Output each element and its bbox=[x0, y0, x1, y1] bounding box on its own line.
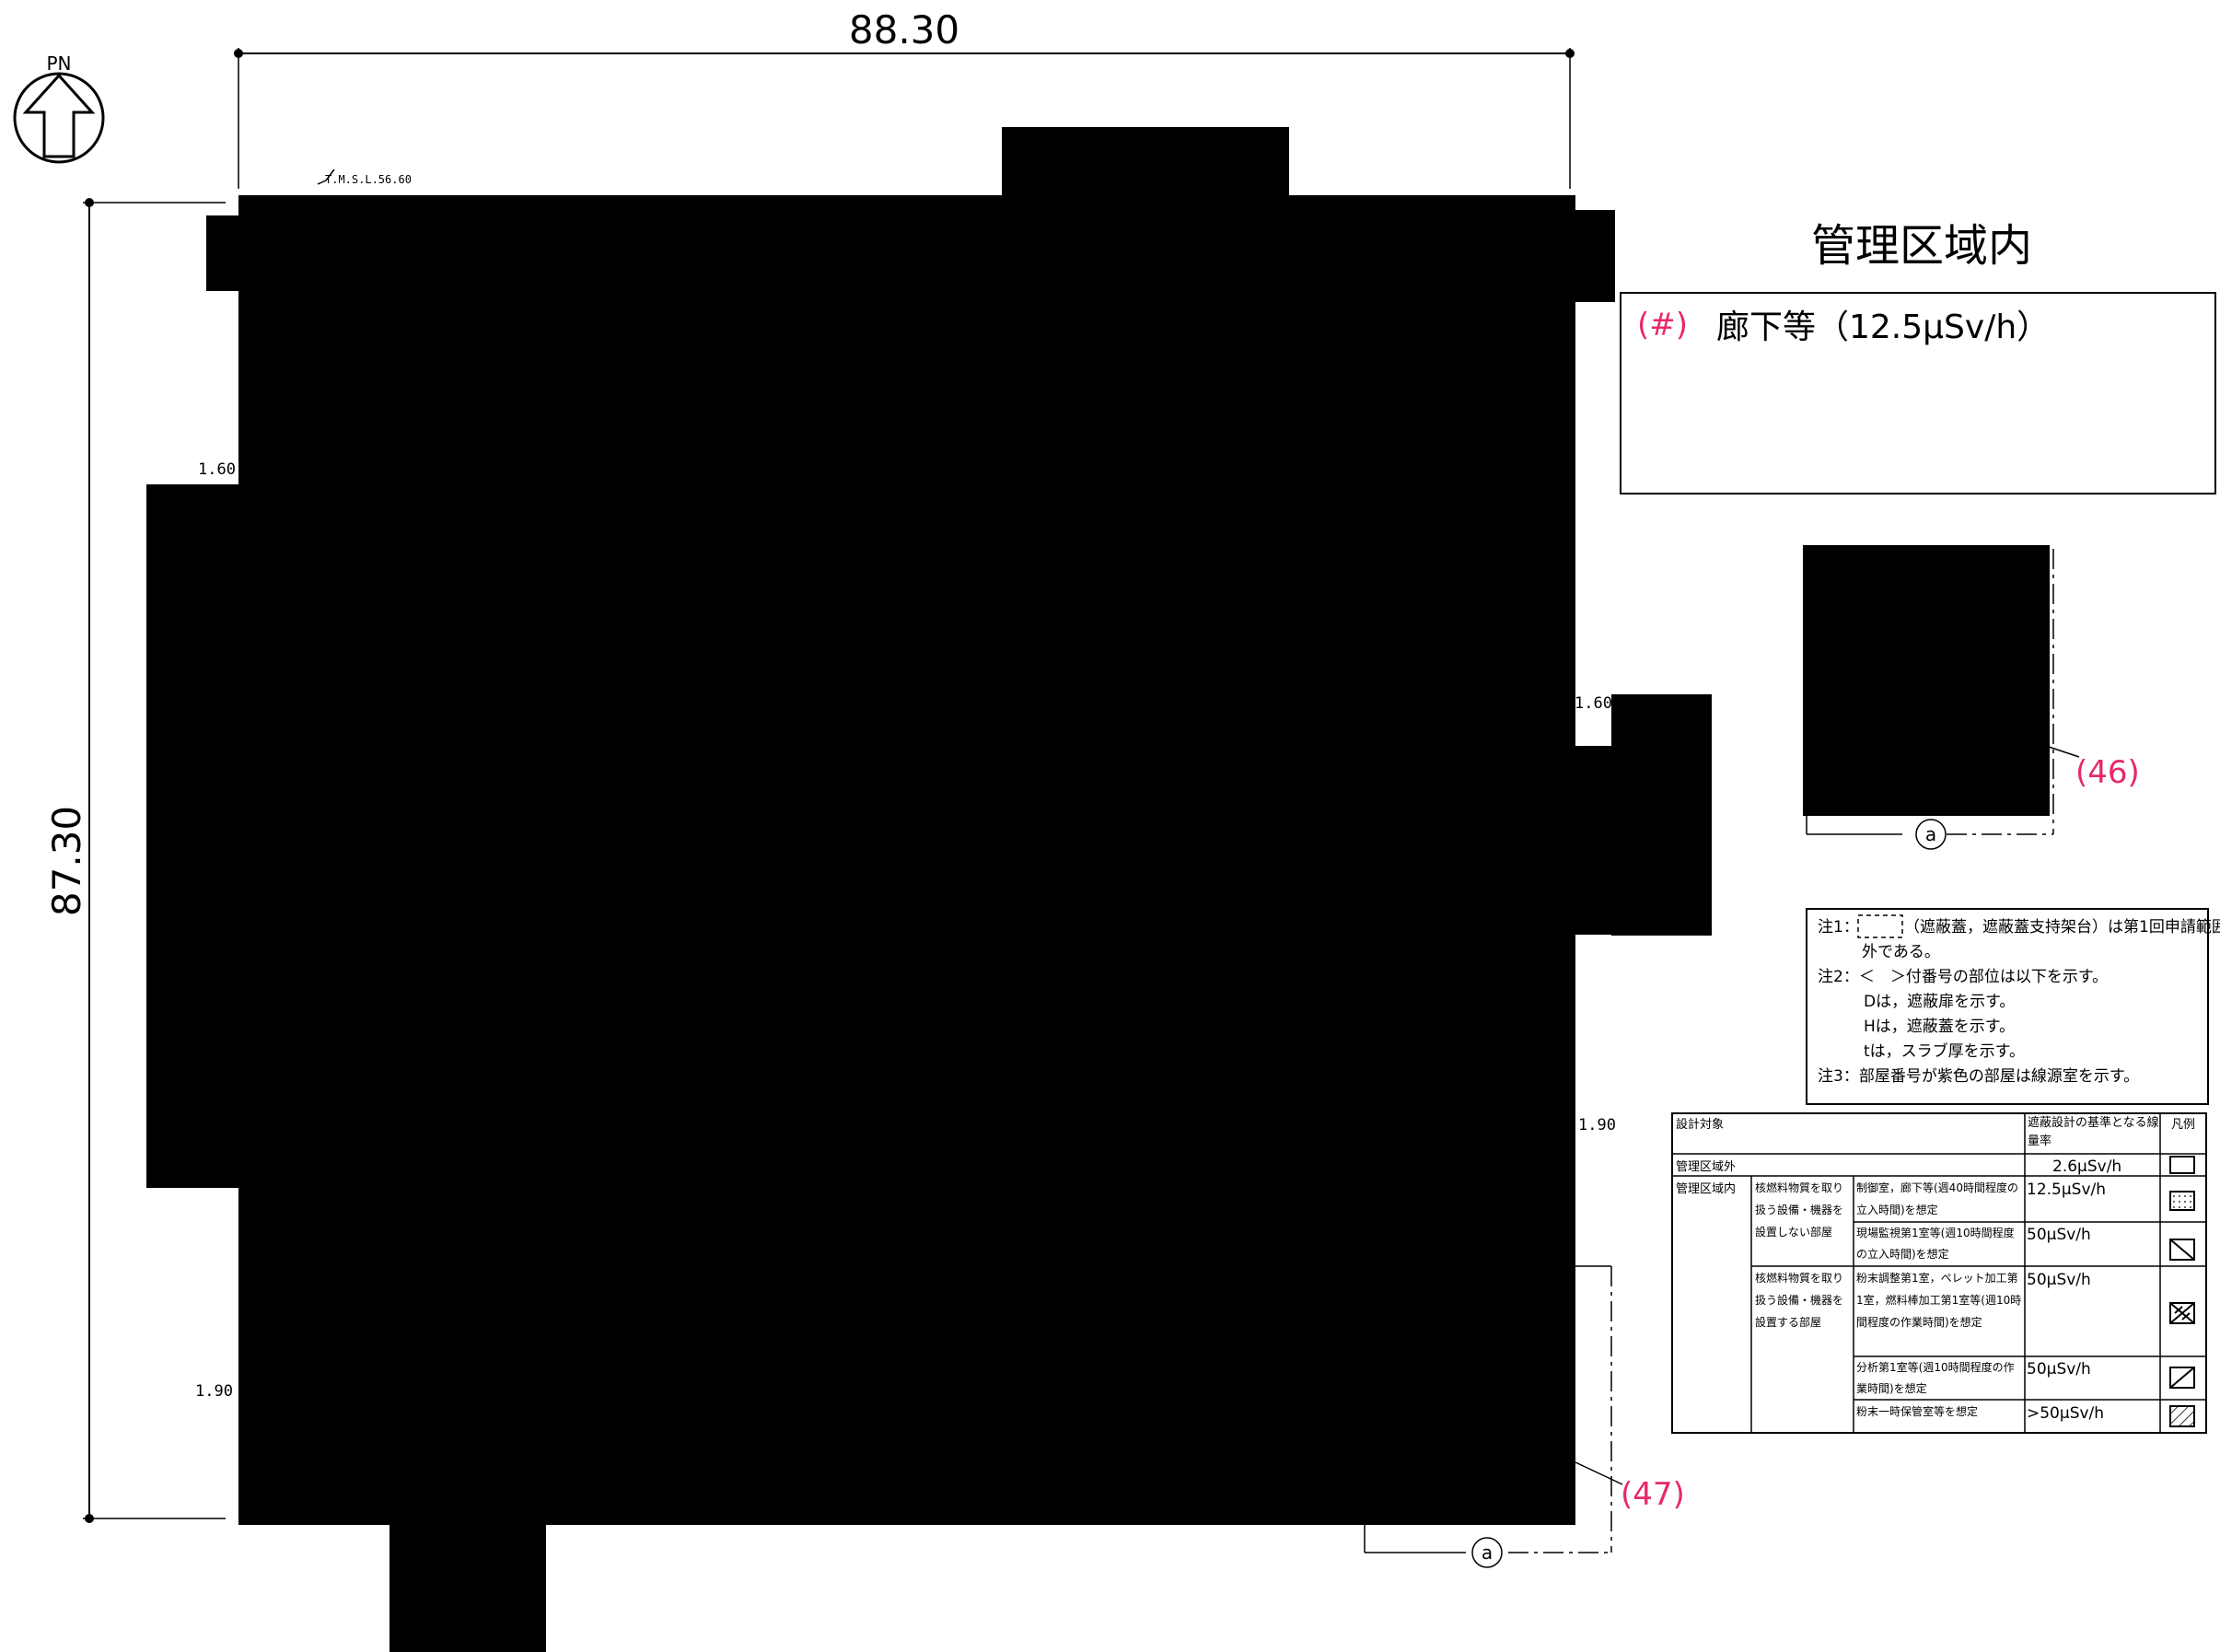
legend-header-target: 設計対象 bbox=[1676, 1117, 1724, 1132]
redacted-building bbox=[146, 127, 1712, 1652]
notes-box: 注1： （遮蔽蓋，遮蔽蓋支持架台）は第1回申請範囲 外である。 注2：＜ ＞付番… bbox=[1806, 908, 2220, 1105]
legend-row-2-rate: 50μSv/h bbox=[2027, 1226, 2091, 1244]
elevation-label: T.M.S.L.56.60 bbox=[325, 173, 412, 186]
legend-diagonal-icon bbox=[2169, 1239, 2195, 1261]
legend-row-4-desc: 分析第1室等(週10時間程度の作業時間)を想定 bbox=[1856, 1361, 2015, 1395]
wall-right-lower: 1.90 bbox=[1578, 1116, 1616, 1134]
wall-left-upper: 1.60 bbox=[198, 460, 236, 479]
note-2-t: tは，スラブ厚を示す。 bbox=[1864, 1041, 2025, 1061]
legend-table bbox=[1671, 1112, 2207, 1434]
legend-row-1-rate: 12.5μSv/h bbox=[2027, 1181, 2106, 1199]
legend-row-4-rate: 50μSv/h bbox=[2027, 1360, 2091, 1379]
legend-outside-label: 管理区域外 bbox=[1676, 1160, 1736, 1174]
dashed-box-symbol bbox=[1857, 914, 1903, 938]
detail-46: a (46) bbox=[1803, 545, 2140, 850]
legend-row-3-desc: 粉末調整第1室，ペレット加工第1室，燃料棒加工第1室等(週10時間程度の作業時間… bbox=[1856, 1272, 2022, 1329]
legend-row-2-desc: 現場監視第1室等(週10時間程度の立入時間)を想定 bbox=[1856, 1227, 2015, 1261]
section-mark-46: a bbox=[1925, 823, 1936, 845]
callout-46: (46) bbox=[2075, 754, 2140, 791]
legend-outside-rate: 2.6μSv/h bbox=[2052, 1158, 2121, 1176]
zone-text: 廊下等（12.5μSv/h） bbox=[1716, 308, 2050, 346]
top-dimension: 88.30 bbox=[234, 7, 1575, 189]
left-dimension: 87.30 bbox=[44, 198, 226, 1523]
wall-left-lower: 1.90 bbox=[195, 1382, 233, 1401]
legend-hatched-icon bbox=[2169, 1405, 2195, 1427]
legend-symbols bbox=[2169, 1156, 2195, 1427]
top-width-label: 88.30 bbox=[849, 7, 959, 52]
legend-row-1-desc: 制御室，廊下等(週40時間程度の立入時間)を想定 bbox=[1856, 1181, 2018, 1216]
legend-header-legend: 凡例 bbox=[2171, 1118, 2195, 1132]
north-arrow: PN bbox=[13, 52, 105, 164]
zone-title: 管理区域内 bbox=[1811, 220, 2032, 272]
legend-group-no-equipment: 核燃料物質を取り扱う設備・機器を設置しない部屋 bbox=[1755, 1181, 1843, 1239]
note-2-d: Dは，遮蔽扉を示す。 bbox=[1864, 993, 2015, 1011]
note-2: 注2：＜ ＞付番号の部位は以下を示す。 bbox=[1818, 968, 2108, 986]
legend-row-5-desc: 粉末一時保管室等を想定 bbox=[1856, 1405, 1979, 1418]
note-1-label: 注1： bbox=[1818, 918, 1859, 937]
detail-47: a (47) bbox=[1364, 1265, 1685, 1568]
note-1-cont: 外である。 bbox=[1862, 943, 1940, 961]
zone-box bbox=[1620, 292, 2216, 494]
note-3: 注3：部屋番号が紫色の部屋は線源室を示す。 bbox=[1818, 1067, 2139, 1086]
legend-inside-label: 管理区域内 bbox=[1676, 1181, 1736, 1196]
note-1-text: （遮蔽蓋，遮蔽蓋支持架台）は第1回申請範囲 bbox=[1904, 918, 2220, 937]
wall-right-upper: 1.60 bbox=[1575, 694, 1612, 713]
legend-group-with-equipment: 核燃料物質を取り扱う設備・機器を設置する部屋 bbox=[1755, 1272, 1843, 1329]
legend-row-5-rate: >50μSv/h bbox=[2027, 1404, 2104, 1423]
legend-row-3-rate: 50μSv/h bbox=[2027, 1271, 2091, 1289]
legend-header-basis: 遮蔽設計の基準となる線量率 bbox=[2028, 1116, 2159, 1148]
legend-outside-icon bbox=[2169, 1156, 2195, 1174]
legend-dotted-icon bbox=[2169, 1191, 2195, 1211]
callout-47: (47) bbox=[1621, 1476, 1685, 1513]
legend-cross-icon bbox=[2169, 1302, 2195, 1324]
note-2-h: Hは，遮蔽蓋を示す。 bbox=[1864, 1018, 2015, 1036]
zone-marker: (#) bbox=[1637, 307, 1688, 343]
left-height-label: 87.30 bbox=[44, 806, 89, 916]
section-mark-47: a bbox=[1482, 1541, 1493, 1564]
north-label: PN bbox=[46, 52, 71, 75]
legend-slash-icon bbox=[2169, 1367, 2195, 1389]
